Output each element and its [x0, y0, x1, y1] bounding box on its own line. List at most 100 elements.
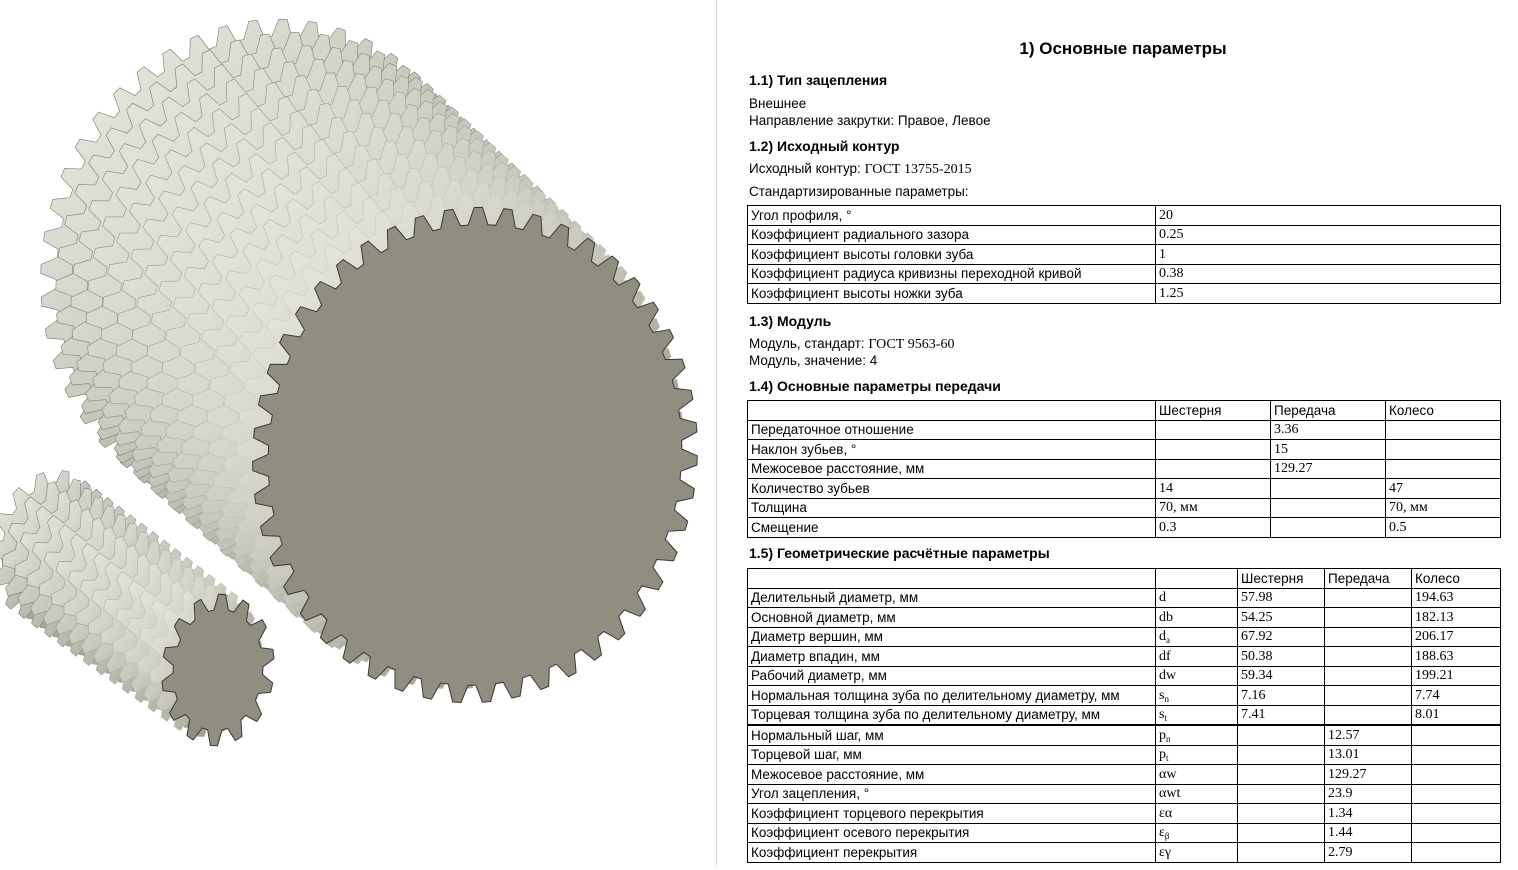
wheel-cell: [1411, 803, 1501, 824]
section-module-heading: 1.3) Модуль: [749, 313, 832, 329]
symbol-subscript: n: [1164, 693, 1169, 704]
pinion-cell: 54.25: [1237, 607, 1325, 628]
param-name-cell: Количество зубьев: [747, 478, 1156, 499]
symbol-cell: εα: [1155, 803, 1238, 824]
gear-model-viewport[interactable]: [0, 0, 716, 865]
symbol-cell: sn: [1155, 685, 1238, 706]
gear-pair-cell: [1324, 587, 1412, 608]
wheel-cell: [1411, 744, 1501, 765]
param-name-cell: Диаметр впадин, мм: [747, 646, 1156, 667]
gear-pair-cell: [1324, 607, 1412, 628]
gear-pair-cell: [1324, 704, 1412, 726]
pinion-cell: [1237, 842, 1325, 863]
symbol-cell: pn: [1155, 724, 1238, 746]
gear-pair-cell: 23.9: [1324, 783, 1412, 804]
symbol-subscript: a: [1166, 635, 1170, 646]
param-name-cell: Коэффициент торцевого перекрытия: [747, 803, 1156, 824]
symbol-subscript: t: [1164, 713, 1167, 724]
section-contour-heading: 1.2) Исходный контур: [749, 138, 900, 154]
wheel-front-face: [252, 206, 698, 704]
symbol-cell: εγ: [1155, 842, 1238, 863]
param-name-cell: Коэффициент радиуса кривизны переходной …: [747, 263, 1156, 284]
gear-pair-cell: 3.36: [1270, 419, 1386, 440]
module-standard-label: Модуль, стандарт:: [749, 336, 869, 351]
wheel-cell: [1385, 439, 1501, 460]
param-name-cell: Делительный диаметр, мм: [747, 587, 1156, 608]
param-name-cell: Торцевая толщина зуба по делительному ди…: [747, 704, 1156, 726]
gear-pair-cell: 15: [1270, 439, 1386, 460]
pinion-cell: 14: [1155, 478, 1271, 499]
column-header: [747, 568, 1156, 589]
wheel-cell: 182.13: [1411, 607, 1501, 628]
gear-pair-3d-model: [0, 18, 698, 747]
module-value: Модуль, значение: 4: [749, 353, 878, 368]
wheel-cell: [1411, 764, 1501, 785]
pinion-cell: [1155, 458, 1271, 479]
param-name-cell: Коэффициент осевого перекрытия: [747, 822, 1156, 843]
section-gearing-heading: 1.1) Тип зацепления: [749, 72, 888, 88]
pinion-cell: 0.3: [1155, 517, 1271, 538]
symbol-cell: db: [1155, 607, 1238, 628]
param-name-cell: Торцевой шаг, мм: [747, 744, 1156, 765]
gear-pair-cell: 12.57: [1324, 724, 1412, 746]
param-name-cell: Угол профиля, °: [747, 205, 1156, 226]
gear-pair-cell: 2.79: [1324, 842, 1412, 863]
section-transmission-heading: 1.4) Основные параметры передачи: [749, 378, 1001, 394]
column-header: [747, 400, 1156, 421]
column-header: Колесо: [1411, 568, 1501, 589]
wheel-cell: [1411, 822, 1501, 843]
gear-pair-cell: [1324, 665, 1412, 686]
pinion-cell: 70, мм: [1155, 497, 1271, 518]
pinion-cell: 7.16: [1237, 685, 1325, 706]
symbol-cell: st: [1155, 704, 1238, 726]
column-header: Шестерня: [1155, 400, 1271, 421]
symbol-cell: dw: [1155, 665, 1238, 686]
pinion-front-face: [161, 593, 275, 747]
std-params-label: Стандартизированные параметры:: [749, 184, 969, 199]
symbol-subscript: n: [1166, 733, 1171, 744]
pinion-cell: 59.34: [1237, 665, 1325, 686]
symbol-cell: αw: [1155, 764, 1238, 785]
symbol-cell: da: [1155, 626, 1238, 647]
param-name-cell: Основной диаметр, мм: [747, 607, 1156, 628]
pane-divider[interactable]: [716, 0, 717, 865]
symbol-subscript: β: [1164, 831, 1170, 842]
wheel-cell: 8.01: [1411, 704, 1501, 726]
module-standard: ГОСТ 9563-60: [868, 337, 955, 352]
param-value-cell: 20: [1155, 205, 1501, 226]
param-name-cell: Нормальная толщина зуба по делительному …: [747, 685, 1156, 706]
table-row: Нормальная толщина зуба по делительному …: [747, 685, 1501, 706]
symbol-cell: pt: [1155, 744, 1238, 765]
param-name-cell: Коэффициент высоты ножки зуба: [747, 283, 1156, 304]
column-header: Передача: [1270, 400, 1386, 421]
wheel-cell: 199.21: [1411, 665, 1501, 686]
column-header: Шестерня: [1237, 568, 1325, 589]
param-name-cell: Коэффициент перекрытия: [747, 842, 1156, 863]
wheel-cell: [1411, 842, 1501, 863]
param-value-cell: 1: [1155, 244, 1501, 265]
pinion-cell: [1155, 419, 1271, 440]
module-standard-line: Модуль, стандарт: ГОСТ 9563-60: [749, 336, 954, 353]
pinion-cell: [1237, 822, 1325, 843]
param-name-cell: Нормальный шаг, мм: [747, 724, 1156, 746]
column-header: Колесо: [1385, 400, 1501, 421]
gear-pair-cell: 13.01: [1324, 744, 1412, 765]
table-row: Коэффициент радиуса кривизны переходной …: [747, 263, 1501, 284]
pinion-cell: 7.41: [1237, 704, 1325, 726]
gear-pair-cell: 129.27: [1324, 764, 1412, 785]
table-row: Угол профиля, °20: [747, 205, 1501, 226]
wheel-cell: 0.5: [1385, 517, 1501, 538]
table-row: Наклон зубьев, °15: [747, 439, 1501, 460]
gear-pair-cell: 129.27: [1270, 458, 1386, 479]
param-name-cell: Межосевое расстояние, мм: [747, 764, 1156, 785]
